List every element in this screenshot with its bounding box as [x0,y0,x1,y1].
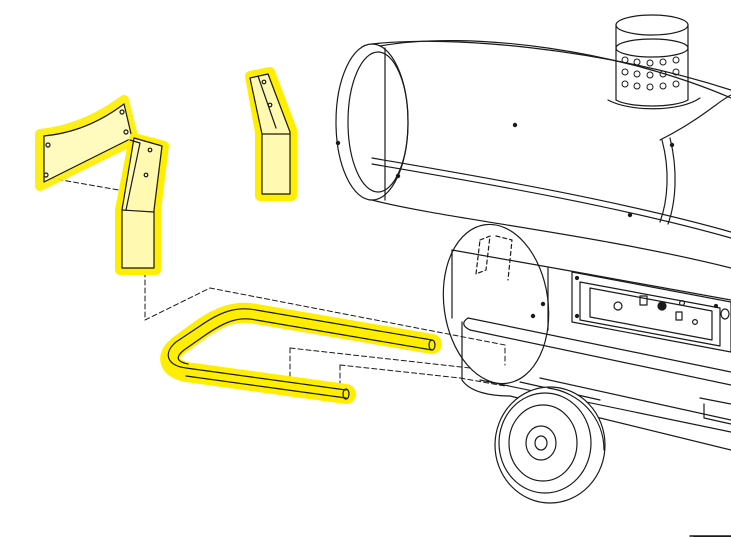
wheel [494,386,606,504]
exhaust-chimney [607,14,701,110]
right-upright-support [245,67,297,201]
detail-magnifier-circle [442,223,550,385]
side-bracket-plate [35,95,139,191]
heater-cylinder-body [335,40,731,269]
control-panel [571,271,731,353]
left-upright-support [115,133,169,275]
u-shaped-handle-tube [160,302,442,404]
